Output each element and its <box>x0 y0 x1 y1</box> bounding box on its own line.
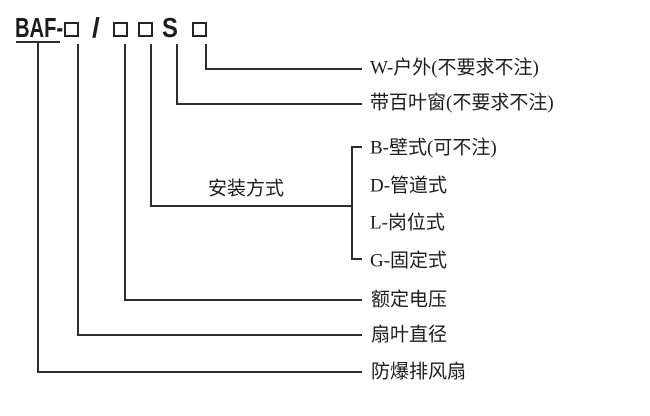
leader-louver-line <box>176 44 362 105</box>
placeholder-box-mounting <box>138 22 153 37</box>
model-code-prefix: BAF- <box>15 12 64 43</box>
leader-mounting-line <box>150 44 352 207</box>
leader-outdoor-line <box>205 44 362 70</box>
leader-product-line <box>37 42 362 373</box>
leader-voltage-line <box>124 44 362 301</box>
label-mounting-group: 安装方式 <box>208 178 285 200</box>
label-mounting-option-post: L-岗位式 <box>370 212 445 234</box>
leader-diameter-line <box>77 44 362 336</box>
label-outdoor: W-户外(不要求不注) <box>370 57 539 79</box>
placeholder-box-voltage-1 <box>113 22 128 37</box>
label-product-name: 防爆排风扇 <box>371 361 467 383</box>
mounting-options-bracket <box>351 146 362 260</box>
label-mounting-option-fixed: G-固定式 <box>370 250 448 272</box>
model-code-s-marker: S <box>162 12 178 43</box>
placeholder-box-diameter <box>64 22 79 37</box>
label-rated-voltage: 额定电压 <box>371 289 448 311</box>
model-code-separator: / <box>92 12 100 43</box>
label-louver: 带百叶窗(不要求不注) <box>370 92 554 114</box>
placeholder-box-outdoor <box>192 22 207 37</box>
label-mounting-option-duct: D-管道式 <box>370 175 448 197</box>
label-mounting-option-wall: B-壁式(可不注) <box>370 137 497 159</box>
label-blade-diameter: 扇叶直径 <box>371 324 448 346</box>
